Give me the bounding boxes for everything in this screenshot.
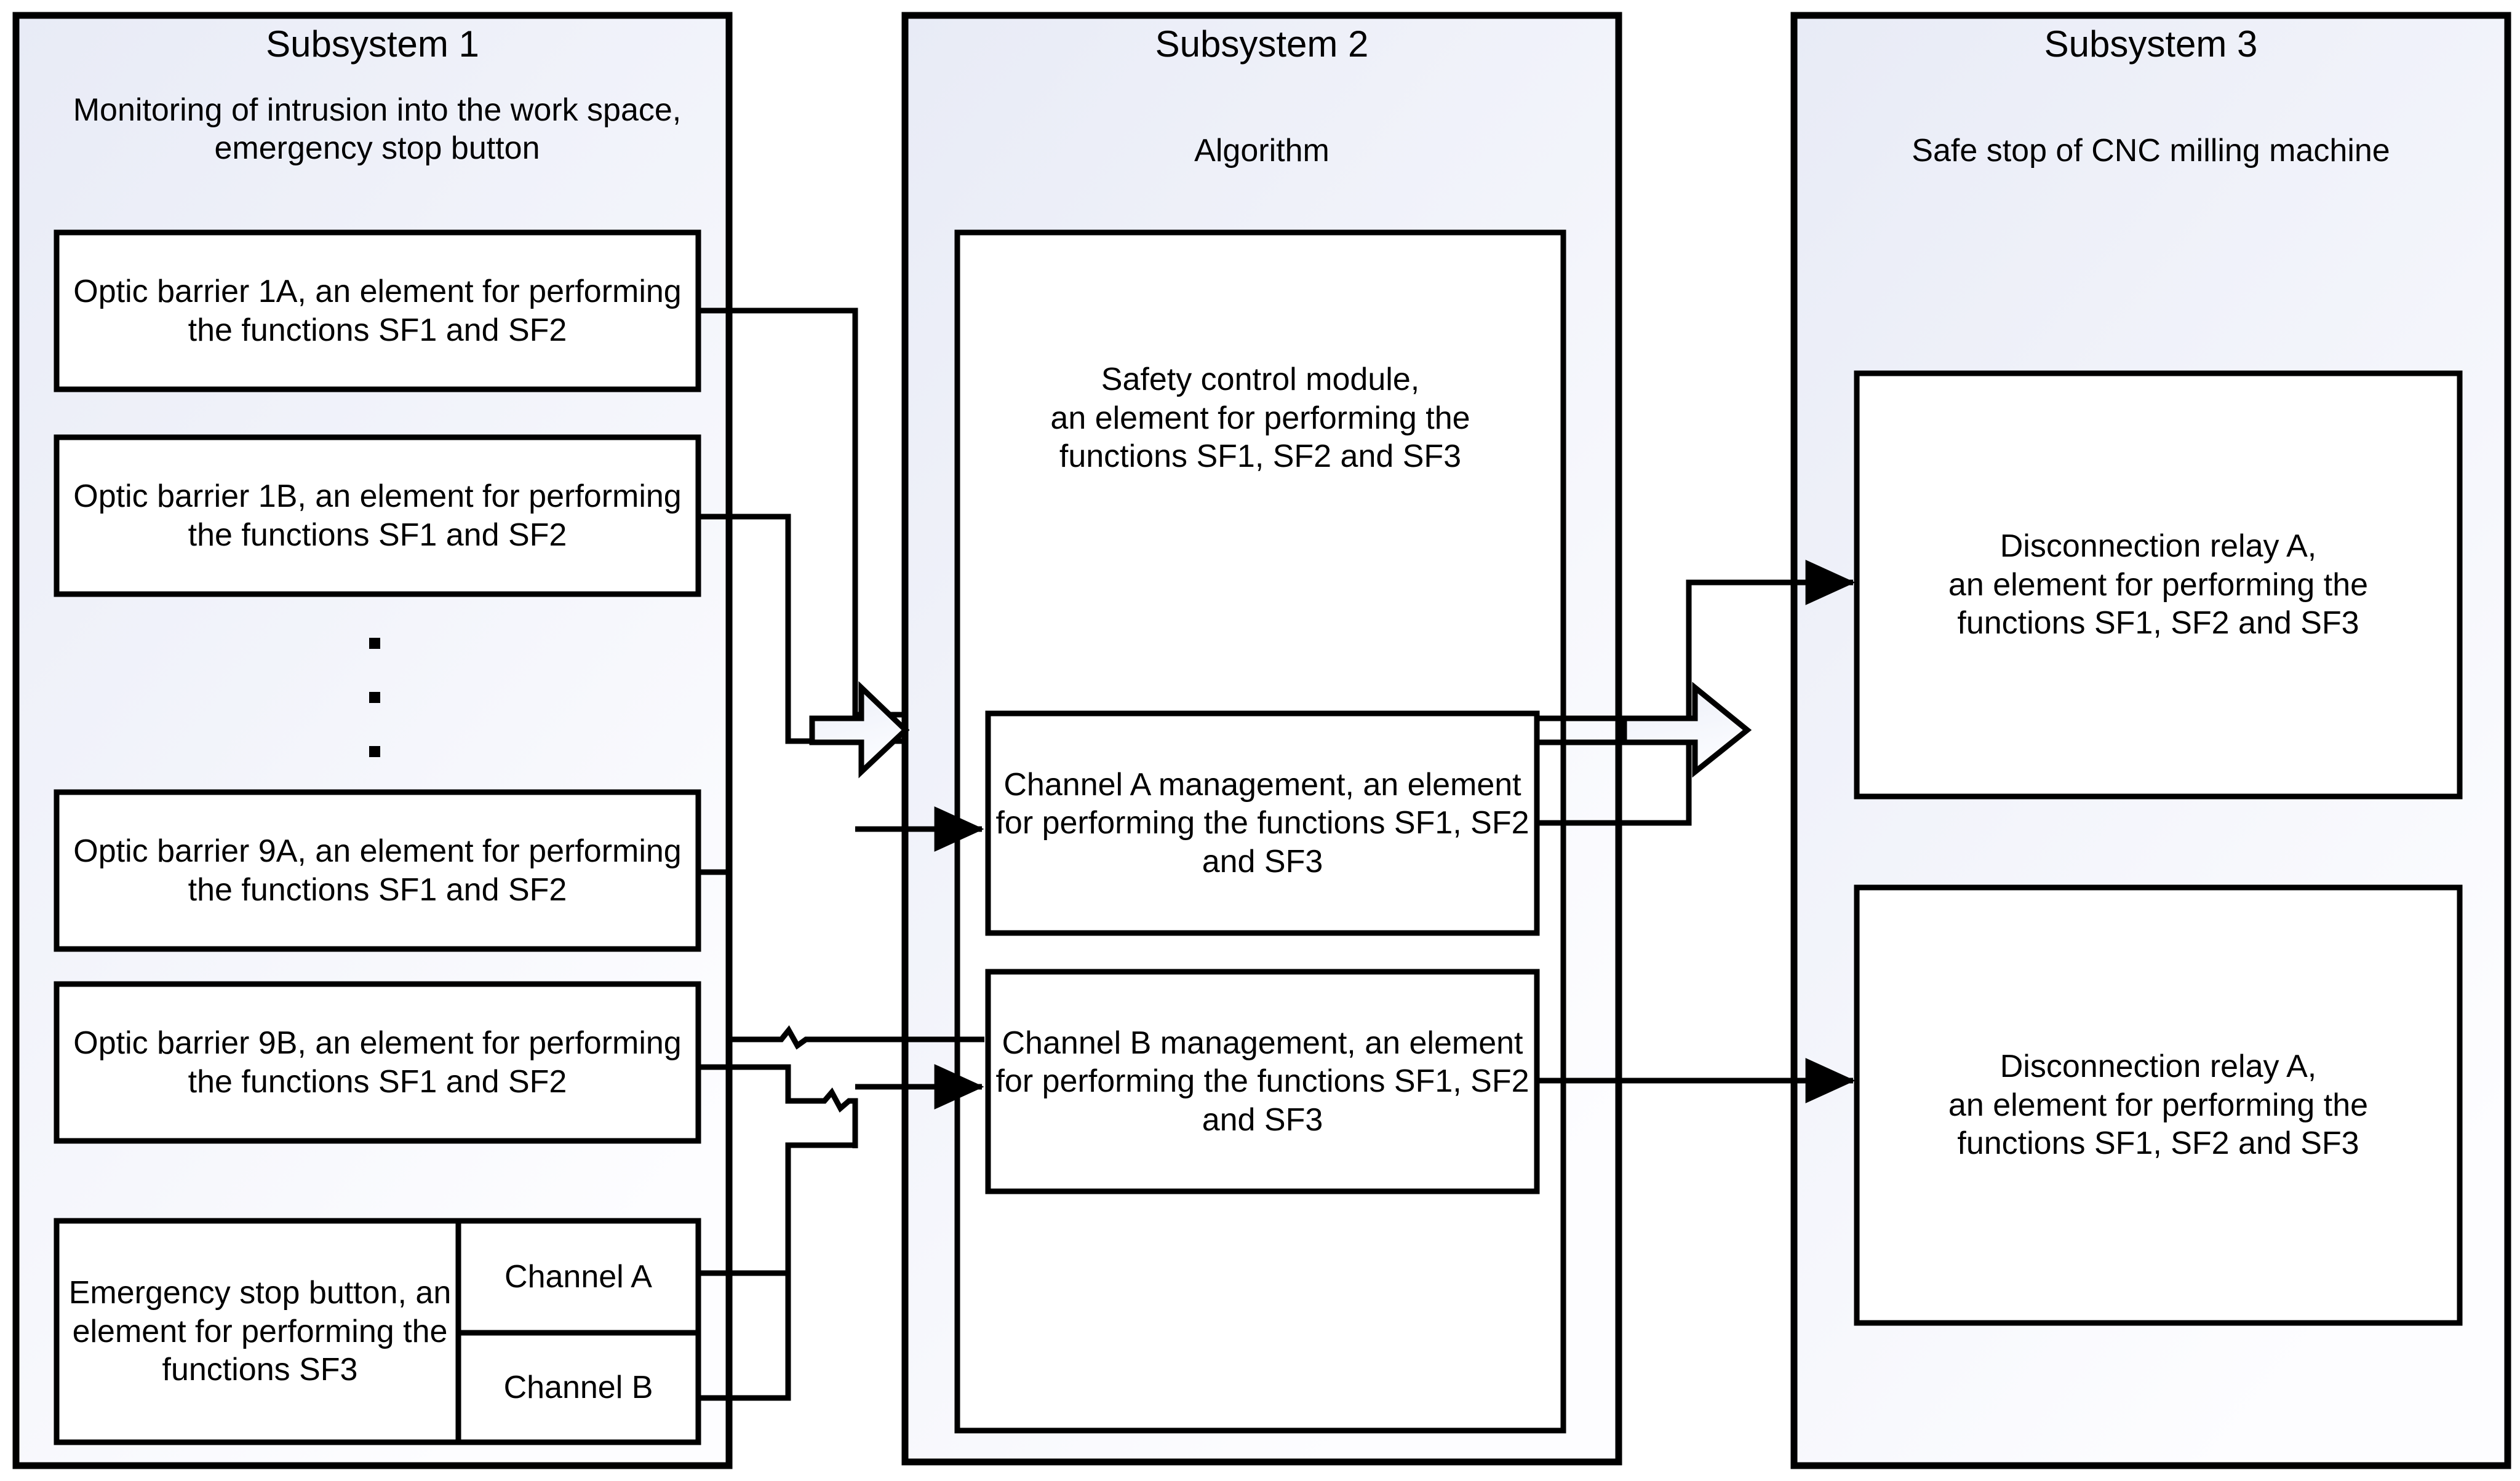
subsystem-3-title: Subsystem 3 xyxy=(2044,23,2258,65)
wire-optic-9b xyxy=(698,1064,858,1148)
wire-optic-9a xyxy=(698,869,984,1050)
box-emergency-stop-label: Emergency stop button, an element for pe… xyxy=(68,1275,452,1388)
ellipsis-dot-2 xyxy=(369,692,380,703)
wire-estop-channel-b xyxy=(698,1273,791,1401)
box-optic-9b xyxy=(54,981,701,1144)
wire-estop-channel-a xyxy=(698,1142,855,1276)
box-relay-b xyxy=(1854,884,2463,1326)
subsystem-1-subtitle: Monitoring of intrusion into the work sp… xyxy=(73,92,682,166)
box-optic-9b-label: Optic barrier 9B, an element for perform… xyxy=(73,1025,682,1100)
box-channel-b-management xyxy=(985,969,1540,1194)
box-relay-b-label: Disconnection relay A, an element for pe… xyxy=(1948,1049,2369,1162)
box-channel-a-management-label: Channel A management, an element for per… xyxy=(995,766,1529,879)
estop-channel-a-label: Channel A xyxy=(504,1258,652,1295)
box-algorithm-module-label: Safety control module, an element for pe… xyxy=(1050,362,1470,475)
box-optic-9a xyxy=(54,789,701,952)
subsystem-3-subtitle: Safe stop of CNC milling machine xyxy=(1912,132,2390,169)
block-arrow-2-to-3 xyxy=(1621,681,1752,778)
block-arrow-1-to-2 xyxy=(809,681,910,779)
ellipsis-dot-3 xyxy=(369,746,380,757)
box-relay-a-label: Disconnection relay A, an element for pe… xyxy=(1948,528,2369,641)
subsystem-2-subtitle: Algorithm xyxy=(1194,132,1330,169)
subsystem-1-title: Subsystem 1 xyxy=(266,23,479,65)
ellipsis-dot-1 xyxy=(369,638,380,649)
box-channel-b-management-label: Channel B management, an element for per… xyxy=(995,1025,1529,1138)
subsystem-2-title: Subsystem 2 xyxy=(1155,23,1369,65)
box-optic-1a-label: Optic barrier 1A, an element for perform… xyxy=(73,274,682,348)
wire-channel-a-to-relay-a xyxy=(1537,579,1844,826)
box-optic-9a-label: Optic barrier 9A, an element for perform… xyxy=(73,833,682,908)
box-optic-1b-label: Optic barrier 1B, an element for perform… xyxy=(73,478,682,553)
estop-channel-b-label: Channel B xyxy=(503,1369,653,1405)
box-relay-a xyxy=(1854,370,2463,800)
box-optic-1b xyxy=(54,434,701,597)
